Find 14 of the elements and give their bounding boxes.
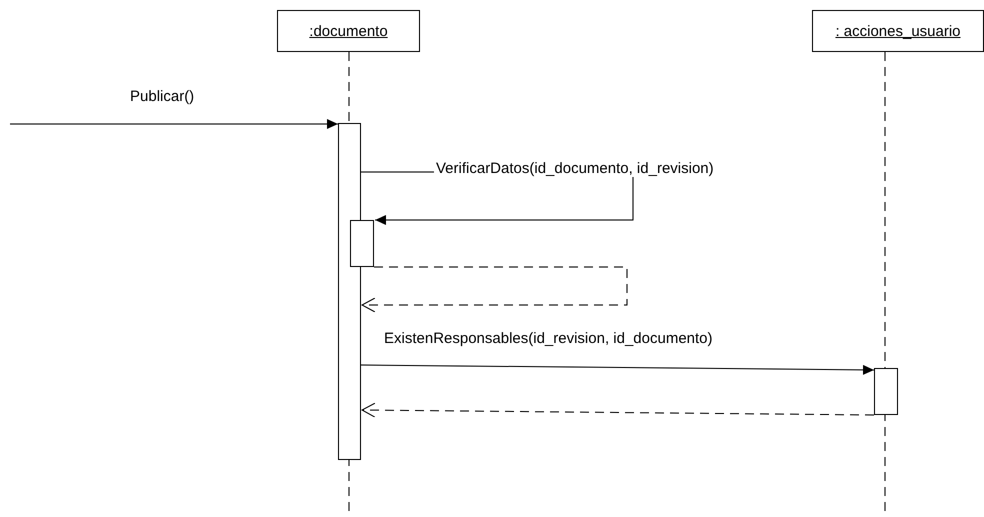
activation-bar: [338, 123, 361, 460]
message-label: Publicar(): [128, 88, 196, 105]
activation-bar: [350, 220, 374, 267]
message-label: ExistenResponsables(id_revision, id_documento): [382, 330, 715, 347]
object-name: : acciones_usuario: [835, 22, 961, 40]
message-label: VerificarDatos(id_documento, id_revision): [434, 160, 716, 177]
object-box: [812, 10, 984, 52]
activation-bar: [874, 368, 898, 415]
object-box: [277, 10, 420, 52]
return-arrow: [362, 266, 628, 312]
message-arrow: [10, 119, 338, 129]
message-arrow: [360, 364, 874, 375]
return-arrow: [362, 402, 874, 418]
object-name: :documento: [309, 22, 388, 40]
